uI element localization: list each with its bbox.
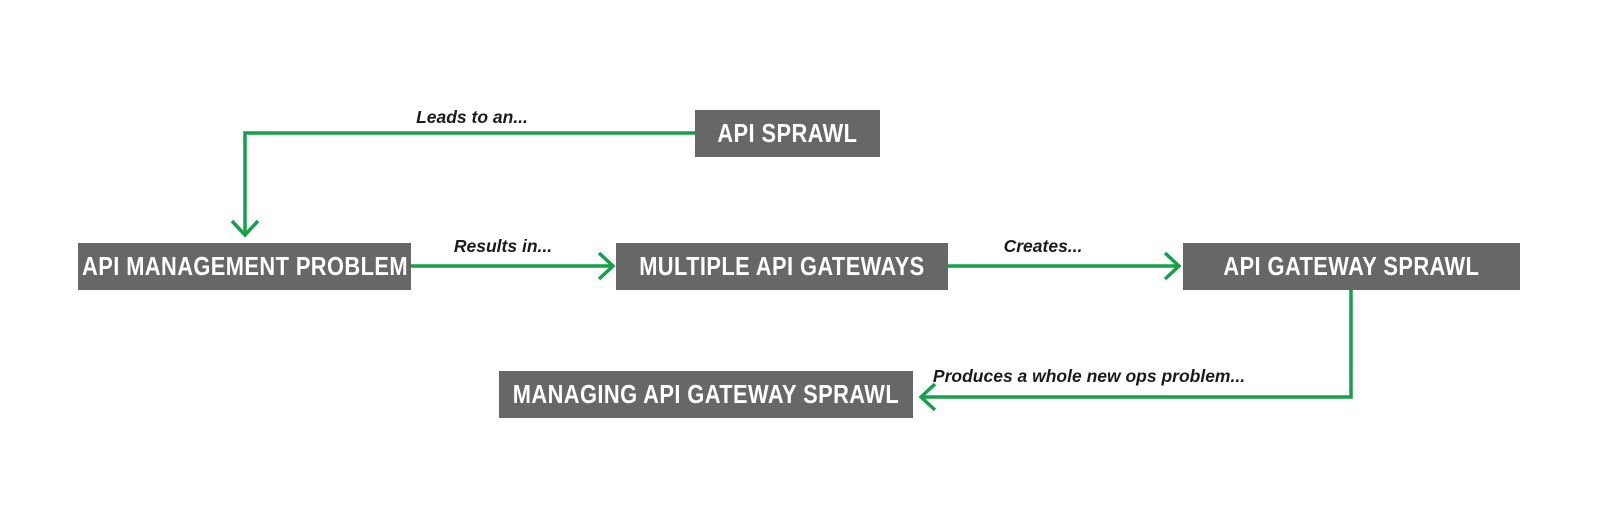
arrowhead-right-icon (597, 251, 616, 281)
node-label: MANAGING API GATEWAY SPRAWL (512, 379, 900, 409)
node-multiple-api-gateways: MULTIPLE API GATEWAYS (616, 243, 948, 290)
arrow-produces (918, 290, 1353, 412)
arrowhead-down-icon (230, 219, 260, 238)
arrow-creates (948, 251, 1182, 281)
edge-label-creates: Creates... (1003, 236, 1083, 256)
arrow-leads-to (230, 131, 695, 238)
node-label: API MANAGEMENT PROBLEM (81, 251, 408, 281)
edge-label-leads-to: Leads to an... (416, 107, 528, 127)
arrowhead-right-icon (1163, 251, 1182, 281)
node-label: API GATEWAY SPRAWL (1223, 251, 1480, 281)
arrowhead-left-icon (918, 382, 937, 412)
node-api-management-problem: API MANAGEMENT PROBLEM (78, 243, 411, 290)
node-label: API SPRAWL (717, 118, 858, 148)
arrow-results-in (411, 251, 616, 281)
edge-label-results-in: Results in... (453, 236, 553, 256)
node-label: MULTIPLE API GATEWAYS (639, 251, 925, 281)
node-api-gateway-sprawl: API GATEWAY SPRAWL (1183, 243, 1520, 290)
node-api-sprawl: API SPRAWL (695, 110, 880, 157)
edge-label-produces: Produces a whole new ops problem... (932, 366, 1246, 386)
node-managing-api-gateway-sprawl: MANAGING API GATEWAY SPRAWL (499, 371, 913, 418)
